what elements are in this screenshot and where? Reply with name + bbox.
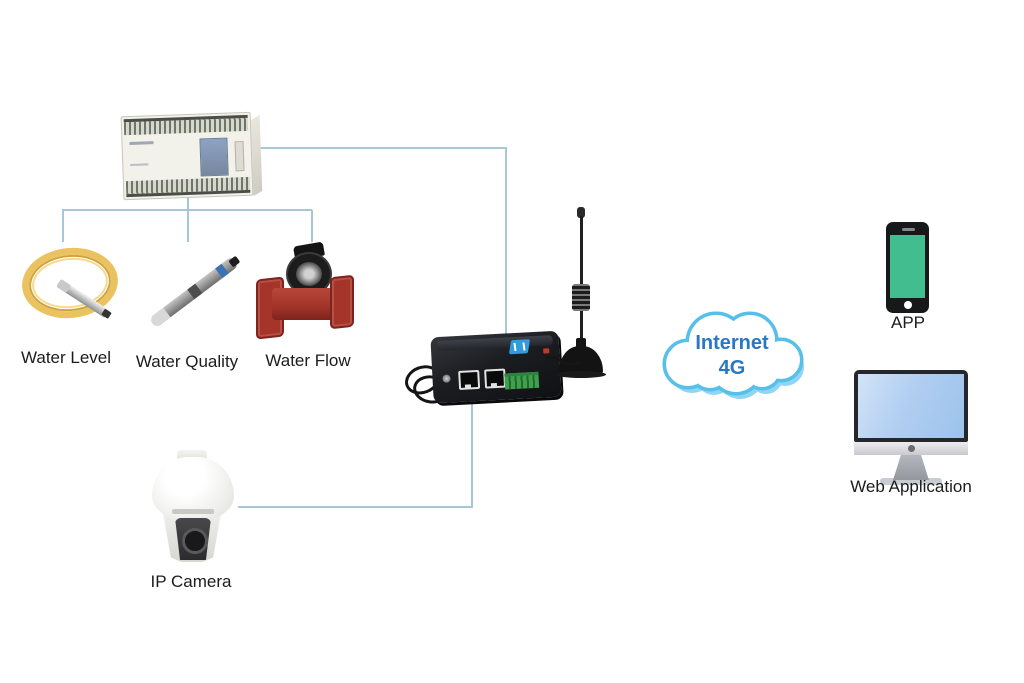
- terminal-block: [504, 371, 540, 390]
- water-flow-meter-icon: [256, 241, 356, 342]
- antenna-rod: [580, 216, 583, 342]
- connector-plc-to-router-vertical: [505, 147, 507, 347]
- phone-home-button: [903, 301, 912, 309]
- connector-plc-to-router-horizontal: [252, 147, 506, 149]
- probe-joint: [187, 283, 203, 300]
- probe-blue-band: [215, 263, 229, 279]
- connector-water-flow-drop: [311, 210, 313, 242]
- cloud-label: Internet 4G: [664, 331, 800, 381]
- connector-plc-down: [187, 197, 189, 210]
- camera-brand-band: [172, 509, 214, 514]
- connector-camera-vertical: [471, 395, 473, 508]
- water-flow-label: Water Flow: [265, 351, 351, 370]
- antenna-coil: [572, 284, 590, 311]
- ethernet-port-icon: [484, 368, 507, 389]
- water-level-label: Water Level: [20, 348, 112, 367]
- plc-panel: [199, 137, 229, 177]
- phone-speaker: [901, 228, 915, 231]
- monitor-base: [880, 478, 942, 485]
- meter-flange-right: [330, 274, 354, 330]
- probe-body: [148, 255, 241, 329]
- plc-controller-icon: [120, 111, 263, 201]
- probe-silver-segment: [148, 307, 171, 329]
- camera-lens-window: [175, 518, 211, 560]
- monitor-chin: [854, 442, 968, 455]
- web-application-label: Web Application: [850, 477, 972, 496]
- plc-port-slot: [234, 141, 245, 172]
- cloud-label-line1: Internet: [695, 332, 769, 354]
- antenna-base-foot: [556, 371, 606, 378]
- router-logo-sticker: [508, 339, 531, 355]
- monitor-bezel: [854, 370, 968, 442]
- camera-dome: [152, 457, 234, 519]
- antenna-neck: [576, 338, 586, 352]
- cloud-icon: [662, 311, 804, 399]
- connector-water-quality-drop: [187, 210, 189, 242]
- router-4g-icon: [400, 330, 562, 407]
- phone-screen: [890, 235, 925, 298]
- connector-water-level-drop: [62, 210, 64, 242]
- cloud-label-line2: 4G: [718, 357, 746, 379]
- antenna-cable: [544, 355, 581, 366]
- ip-camera-icon: [150, 450, 240, 572]
- water-quality-label: Water Quality: [135, 352, 239, 371]
- ethernet-port-icon: [458, 369, 481, 390]
- probe-tip: [228, 255, 241, 268]
- water-level-sensor-icon: [18, 243, 122, 338]
- camera-lens: [182, 528, 208, 554]
- ip-camera-label: IP Camera: [150, 572, 232, 591]
- water-quality-probe-icon: [148, 240, 241, 342]
- app-label: APP: [890, 313, 926, 332]
- antenna-tip: [577, 207, 585, 218]
- smartphone-icon: [886, 222, 929, 313]
- monitor-screen: [858, 374, 964, 438]
- connector-camera-horizontal: [238, 506, 472, 508]
- desktop-computer-icon: [854, 370, 968, 485]
- meter-body: [272, 288, 340, 320]
